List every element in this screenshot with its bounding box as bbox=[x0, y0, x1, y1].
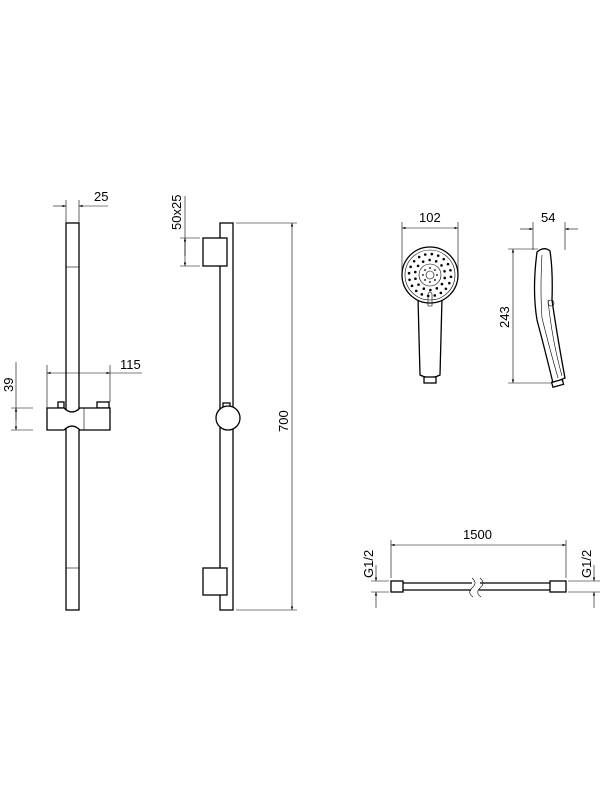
nozzle-dot bbox=[448, 281, 451, 285]
dimension-102: 102 bbox=[401, 210, 459, 272]
nozzle-dot bbox=[439, 291, 443, 295]
nozzle-dot bbox=[436, 254, 440, 257]
nozzle-dot bbox=[429, 267, 431, 269]
nozzle-dot bbox=[446, 262, 450, 266]
dimension-115: 115 bbox=[46, 357, 142, 408]
nozzle-dot bbox=[430, 252, 434, 256]
nozzle-dot bbox=[414, 289, 418, 293]
nozzle-dot bbox=[433, 294, 437, 297]
nozzle-dot bbox=[443, 276, 447, 280]
nozzle-dot bbox=[420, 293, 424, 296]
nozzle-dot bbox=[440, 264, 443, 267]
nozzle-dot bbox=[417, 283, 420, 286]
nozzle-dot bbox=[423, 253, 427, 256]
dim-label-g12-right: G1/2 bbox=[579, 550, 594, 578]
dimension-g12-left: G1/2 bbox=[361, 550, 389, 608]
wall-bracket-top bbox=[202, 237, 228, 267]
nozzle-dot bbox=[409, 265, 412, 269]
rail-side-view: 50x25 700 bbox=[169, 195, 297, 611]
nozzle-dot bbox=[414, 277, 417, 280]
wall-bracket-bottom bbox=[202, 567, 228, 596]
dimension-39: 39 bbox=[1, 362, 33, 431]
nozzle-dot bbox=[444, 287, 448, 291]
nozzle-dot bbox=[434, 260, 438, 263]
nozzle-dot bbox=[440, 282, 444, 286]
nozzle-dot bbox=[421, 260, 425, 263]
nozzle-dot bbox=[417, 255, 421, 259]
nozzle-dot bbox=[434, 269, 436, 271]
dimension-1500: 1500 bbox=[390, 527, 567, 578]
rail-front-view: 25 115 39 bbox=[1, 189, 142, 611]
dim-label-54: 54 bbox=[541, 210, 555, 225]
nozzle-dot bbox=[413, 270, 417, 274]
nozzle-dot bbox=[442, 257, 446, 261]
nozzle-dot bbox=[443, 270, 446, 273]
dimension-54: 54 bbox=[520, 210, 578, 250]
nozzle-dot bbox=[422, 274, 424, 276]
dimension-243: 243 bbox=[497, 248, 552, 384]
nozzle-dot bbox=[424, 279, 426, 281]
nozzle-dot bbox=[449, 268, 452, 272]
nozzle-dot bbox=[449, 275, 453, 279]
dim-label-115: 115 bbox=[120, 357, 141, 372]
dimension-700: 700 bbox=[236, 222, 297, 611]
dim-label-50x25: 50x25 bbox=[169, 195, 184, 230]
dim-label-243: 243 bbox=[497, 306, 512, 328]
slider-bracket bbox=[46, 401, 111, 431]
dim-label-g12-left: G1/2 bbox=[361, 550, 376, 578]
dim-label-102: 102 bbox=[419, 210, 441, 225]
nozzle-dot bbox=[408, 278, 411, 282]
dimension-25: 25 bbox=[53, 189, 108, 223]
dimension-50x25: 50x25 bbox=[169, 195, 200, 267]
dimension-g12-right: G1/2 bbox=[568, 550, 600, 608]
nozzle-dot bbox=[429, 288, 432, 292]
dim-label-1500: 1500 bbox=[463, 527, 492, 542]
nozzle-dot bbox=[434, 279, 436, 281]
hand-shower-side-view: 54 243 bbox=[497, 210, 578, 388]
nozzle-dot bbox=[429, 281, 431, 283]
dim-label-700: 700 bbox=[276, 410, 291, 432]
nozzle-dot bbox=[407, 271, 411, 275]
nozzle-dot bbox=[428, 258, 431, 262]
nozzle-dot bbox=[416, 264, 420, 268]
nozzle-dot bbox=[412, 259, 416, 263]
hose-view: 1500 G1/2 G1/2 bbox=[361, 527, 600, 608]
nozzle-dot bbox=[424, 269, 426, 271]
dim-label-25: 25 bbox=[94, 189, 108, 204]
slider-knob bbox=[215, 405, 241, 431]
nozzle-dot bbox=[436, 274, 438, 276]
nozzle-dot bbox=[422, 287, 426, 290]
nozzle-dot bbox=[435, 287, 439, 290]
hand-shower-front-view: 102 bbox=[401, 210, 459, 384]
nozzle-dot bbox=[410, 284, 414, 288]
dim-label-39: 39 bbox=[1, 378, 16, 392]
